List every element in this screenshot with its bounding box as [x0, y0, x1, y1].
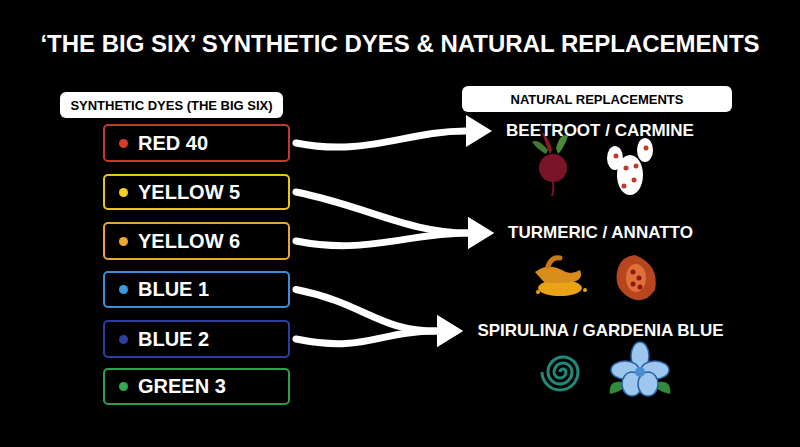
replacement-name: SPIRULINA / GARDENIA BLUE	[477, 321, 723, 340]
gardenia-flower-icon	[610, 342, 671, 396]
column-header: NATURAL REPLACEMENTS	[462, 86, 732, 112]
dye-name: RED 40	[138, 132, 208, 155]
color-dot	[119, 335, 128, 344]
dye-name: YELLOW 5	[138, 181, 240, 204]
arrow-shaft	[296, 131, 466, 147]
dye-name: BLUE 1	[138, 278, 209, 301]
arrow-connector	[296, 315, 463, 347]
arrow-head	[437, 315, 463, 347]
turmeric-icon	[535, 258, 587, 296]
arrow-head	[466, 115, 492, 147]
arrow-head	[468, 217, 494, 249]
replacement-name: TURMERIC / ANNATTO	[508, 223, 693, 242]
column-header: SYNTHETIC DYES (THE BIG SIX)	[60, 92, 283, 118]
dye-box: BLUE 2	[103, 320, 290, 358]
dye-box: YELLOW 6	[103, 222, 290, 260]
arrow-shaft	[296, 290, 437, 332]
replacement-label: SPIRULINA / GARDENIA BLUE	[471, 319, 730, 343]
arrow-shaft	[296, 331, 437, 344]
arrow-shaft	[296, 192, 468, 233]
replacement-name: BEETROOT / CARMINE	[506, 121, 694, 140]
dye-box: YELLOW 5	[103, 174, 290, 210]
arrow-shaft	[296, 233, 468, 246]
annatto-icon	[617, 255, 656, 300]
header-text: SYNTHETIC DYES (THE BIG SIX)	[70, 98, 272, 113]
color-dot	[119, 285, 128, 294]
arrow-head	[468, 217, 494, 249]
color-dot	[119, 139, 128, 148]
dye-box: GREEN 3	[103, 368, 290, 405]
color-dot	[119, 382, 128, 391]
dye-box: BLUE 1	[103, 271, 290, 308]
replacement-label: TURMERIC / ANNATTO	[502, 221, 699, 245]
header-text: NATURAL REPLACEMENTS	[511, 92, 684, 107]
arrow-connector	[296, 115, 492, 147]
dye-box: RED 40	[103, 124, 290, 162]
dye-name: GREEN 3	[138, 375, 226, 398]
dye-name: YELLOW 6	[138, 230, 240, 253]
beetroot-icon	[532, 132, 568, 196]
arrow-head	[437, 315, 463, 347]
diagram-title: ‘THE BIG SIX’ SYNTHETIC DYES & NATURAL R…	[0, 30, 800, 58]
spirulina-icon	[542, 357, 578, 390]
replacement-label: BEETROOT / CARMINE	[500, 119, 700, 143]
cactus-carmine-icon	[607, 138, 653, 195]
dye-name: BLUE 2	[138, 328, 209, 351]
color-dot	[119, 237, 128, 246]
arrow-connector	[296, 217, 494, 249]
arrow-connector	[296, 192, 494, 249]
arrow-connector	[296, 290, 463, 348]
color-dot	[119, 188, 128, 197]
